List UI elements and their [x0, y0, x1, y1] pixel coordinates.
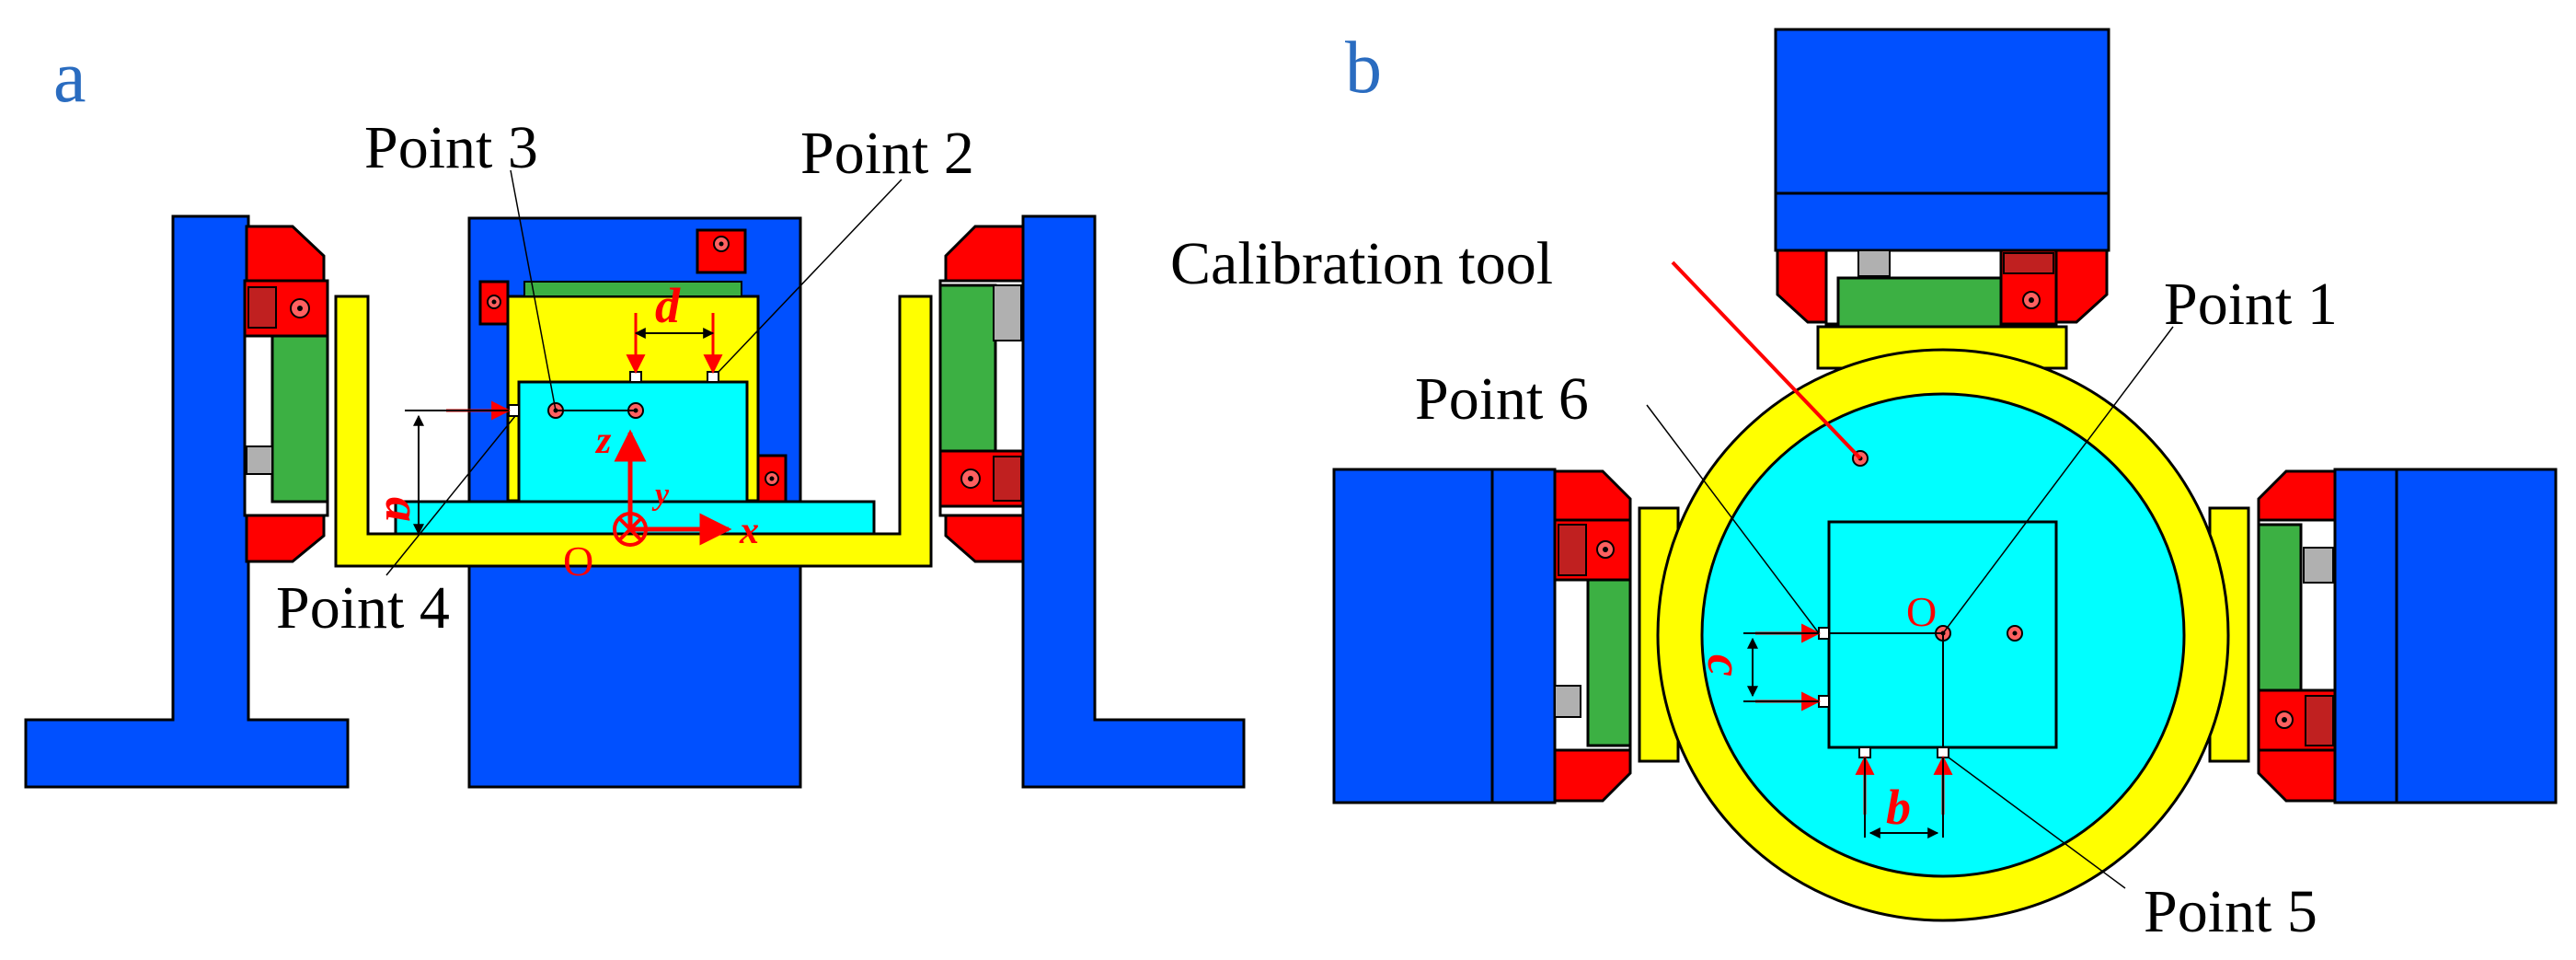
left-clamp-b — [1553, 469, 1632, 803]
dimension-a-label: a — [375, 497, 431, 522]
point-1-label: Point 1 — [2164, 271, 2338, 338]
axis-y-label: y — [651, 478, 670, 512]
point-4-label: Point 4 — [276, 574, 450, 642]
dimension-c-label: c — [1697, 654, 1753, 677]
origin-b-label: O — [1906, 588, 1937, 635]
panel-a-label: a — [53, 37, 86, 118]
yellow-u-tray — [334, 295, 933, 568]
top-blue-block — [1774, 28, 2110, 252]
left-blue-block — [1332, 468, 1557, 804]
panel-b: b — [1170, 28, 2558, 945]
panel-a: a — [24, 37, 1246, 789]
origin-a-label: O — [563, 538, 593, 584]
right-clamp — [938, 225, 1025, 563]
top-clamp — [1776, 249, 2109, 335]
dimension-b-label: b — [1886, 780, 1911, 835]
right-clamp-b — [2257, 469, 2337, 803]
point-5-label: Point 5 — [2144, 878, 2317, 945]
axis-z-label: z — [594, 420, 612, 462]
point-3-label: Point 3 — [364, 114, 538, 181]
left-clamp — [243, 225, 329, 563]
panel-b-label: b — [1345, 28, 1382, 109]
axis-x-label: x — [739, 510, 759, 552]
green-strip — [523, 281, 742, 297]
point-6-label: Point 6 — [1415, 365, 1589, 433]
right-blue-bracket — [1021, 214, 1246, 789]
point-2-label: Point 2 — [800, 120, 974, 187]
dimension-d-label: d — [655, 278, 681, 333]
right-blue-block — [2333, 468, 2558, 804]
calibration-tool-label: Calibration tool — [1170, 230, 1553, 297]
